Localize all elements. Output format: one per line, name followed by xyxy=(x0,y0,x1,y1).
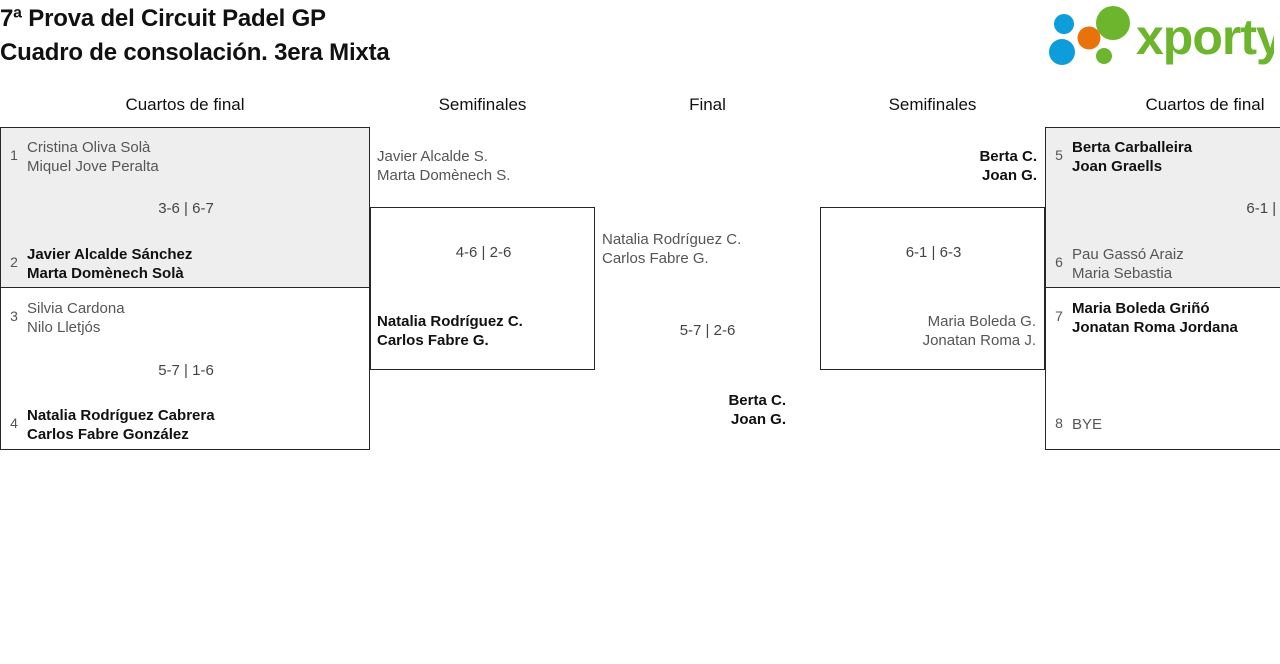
match-right-qf-1[interactable]: 5 Berta Carballeira Joan Graells 6-1 | 6… xyxy=(1045,127,1280,288)
team-player-1: Maria Boleda Griñó xyxy=(1072,300,1210,317)
match-score: 3-6 | 6-7 xyxy=(158,200,214,217)
round-header-quarterfinals-right: Cuartos de final xyxy=(1145,95,1265,114)
team-player-2: Marta Domènech Solà xyxy=(27,265,184,282)
team-player-1: Pau Gassó Araiz xyxy=(1072,246,1184,263)
match-right-sf-slot-top: Berta C. Joan G. xyxy=(820,127,1045,207)
team-player-1: Berta Carballeira xyxy=(1072,139,1193,156)
page-header: 7ª Prova del Circuit Padel GP Cuadro de … xyxy=(0,0,1280,90)
team-name-block: Silvia Cardona Nilo Lletjós xyxy=(27,299,125,337)
team-player-1: Maria Boleda G. xyxy=(927,313,1036,330)
match-final-winner: Berta C. Joan G. xyxy=(595,370,820,440)
team-player-2: Carlos Fabre González xyxy=(27,426,189,443)
match-score: 5-7 | 1-6 xyxy=(158,362,214,379)
tournament-title-line-1: 7ª Prova del Circuit Padel GP xyxy=(0,5,326,32)
team-name-block: Natalia Rodríguez C. Carlos Fabre G. xyxy=(602,230,741,268)
team-name-block: Javier Alcalde Sánchez Marta Domènech So… xyxy=(27,245,192,283)
team-name-block: Maria Boleda G. Jonatan Roma J. xyxy=(923,312,1036,350)
match-final[interactable]: 5-7 | 2-6 xyxy=(595,287,820,370)
tournament-bracket: 1 Cristina Oliva Solà Miquel Jove Peralt… xyxy=(0,127,1280,467)
team-player-1: Natalia Rodríguez C. xyxy=(602,231,742,248)
round-header-semifinals-left: Semifinales xyxy=(438,95,527,114)
logo-dot-green-large xyxy=(1096,6,1130,40)
page-title: 7ª Prova del Circuit Padel GP Cuadro de … xyxy=(0,2,900,70)
round-headers: Cuartos de final Semifinales Final Semif… xyxy=(0,94,1280,122)
match-left-sf-slot-top: Javier Alcalde S. Marta Domènech S. xyxy=(370,127,595,207)
team-name-block: Pau Gassó Araiz Maria Sebastia xyxy=(1072,245,1184,283)
team-player-2: Jonatan Roma J. xyxy=(922,332,1036,349)
team-name-block: Natalia Rodríguez Cabrera Carlos Fabre G… xyxy=(27,406,215,444)
match-score: 4-6 | 2-6 xyxy=(455,244,512,261)
team-name-block-champion: Berta C. Joan G. xyxy=(728,391,786,429)
team-name-block: Natalia Rodríguez C. Carlos Fabre G. xyxy=(377,312,523,350)
team-player-2: Jonatan Roma Jordana xyxy=(1072,319,1238,336)
team-name-block: Berta C. Joan G. xyxy=(979,147,1037,185)
logo-dot-orange xyxy=(1077,26,1101,50)
seed-number: 2 xyxy=(10,254,18,270)
team-player-2: Joan Graells xyxy=(1072,158,1163,175)
team-player-1: Berta C. xyxy=(979,148,1037,165)
team-player-2: Marta Domènech S. xyxy=(377,167,511,184)
logo-dot-blue-top xyxy=(1054,14,1074,34)
match-left-qf-1[interactable]: 1 Cristina Oliva Solà Miquel Jove Peralt… xyxy=(0,127,370,288)
logo-dot-green-small xyxy=(1096,48,1112,64)
team-player-2: Nilo Lletjós xyxy=(27,319,101,336)
team-player-1: Javier Alcalde Sánchez xyxy=(27,246,193,263)
team-player-2: Joan G. xyxy=(981,167,1037,184)
match-score: 6-1 | 6-3 xyxy=(1246,200,1280,217)
team-name-block: Berta Carballeira Joan Graells xyxy=(1072,138,1192,176)
logo-wordmark: xporty xyxy=(1136,9,1274,65)
match-left-qf-2[interactable]: 3 Silvia Cardona Nilo Lletjós 5-7 | 1-6 … xyxy=(0,287,370,450)
seed-number: 8 xyxy=(1055,415,1063,431)
match-final-slot-top: Natalia Rodríguez C. Carlos Fabre G. xyxy=(595,207,820,287)
team-player-1: Natalia Rodríguez C. xyxy=(377,313,523,330)
seed-number: 3 xyxy=(10,308,18,324)
xporty-logo-graphic: xporty xyxy=(1049,6,1274,65)
match-right-qf-2[interactable]: 7 Maria Boleda Griñó Jonatan Roma Jordan… xyxy=(1045,287,1280,450)
logo-dot-blue-bottom xyxy=(1049,39,1075,65)
seed-number: 5 xyxy=(1055,147,1063,163)
match-score: 6-1 | 6-3 xyxy=(905,244,962,261)
seed-number: 4 xyxy=(10,415,18,431)
match-score: 5-7 | 2-6 xyxy=(679,322,736,339)
bye-label: BYE xyxy=(1072,416,1103,433)
xporty-logo[interactable]: xporty xyxy=(1042,6,1274,68)
team-player-1: Cristina Oliva Solà xyxy=(27,139,151,156)
team-player-1: Berta C. xyxy=(728,392,786,409)
team-player-2: Carlos Fabre G. xyxy=(602,250,709,267)
match-left-sf[interactable]: 4-6 | 2-6 Natalia Rodríguez C. Carlos Fa… xyxy=(370,207,595,370)
team-player-2: Joan G. xyxy=(730,411,786,428)
tournament-title-line-2: Cuadro de consolación. 3era Mixta xyxy=(0,39,390,66)
team-player-2: Miquel Jove Peralta xyxy=(27,158,159,175)
round-header-quarterfinals-left: Cuartos de final xyxy=(125,95,245,114)
team-player-2: Maria Sebastia xyxy=(1072,265,1173,282)
team-player-1: Natalia Rodríguez Cabrera xyxy=(27,407,215,424)
team-player-1: Silvia Cardona xyxy=(27,300,125,317)
seed-number: 6 xyxy=(1055,254,1063,270)
round-header-final: Final xyxy=(689,95,726,114)
team-player-1: Javier Alcalde S. xyxy=(377,148,488,165)
team-player-2: Carlos Fabre G. xyxy=(377,332,489,349)
round-header-semifinals-right: Semifinales xyxy=(888,95,977,114)
team-name-block: Javier Alcalde S. Marta Domènech S. xyxy=(377,147,510,185)
seed-number: 1 xyxy=(10,147,18,163)
seed-number: 7 xyxy=(1055,308,1063,324)
team-name-block: Cristina Oliva Solà Miquel Jove Peralta xyxy=(27,138,159,176)
match-right-sf[interactable]: 6-1 | 6-3 Maria Boleda G. Jonatan Roma J… xyxy=(820,207,1045,370)
team-name-block: Maria Boleda Griñó Jonatan Roma Jordana xyxy=(1072,299,1238,337)
